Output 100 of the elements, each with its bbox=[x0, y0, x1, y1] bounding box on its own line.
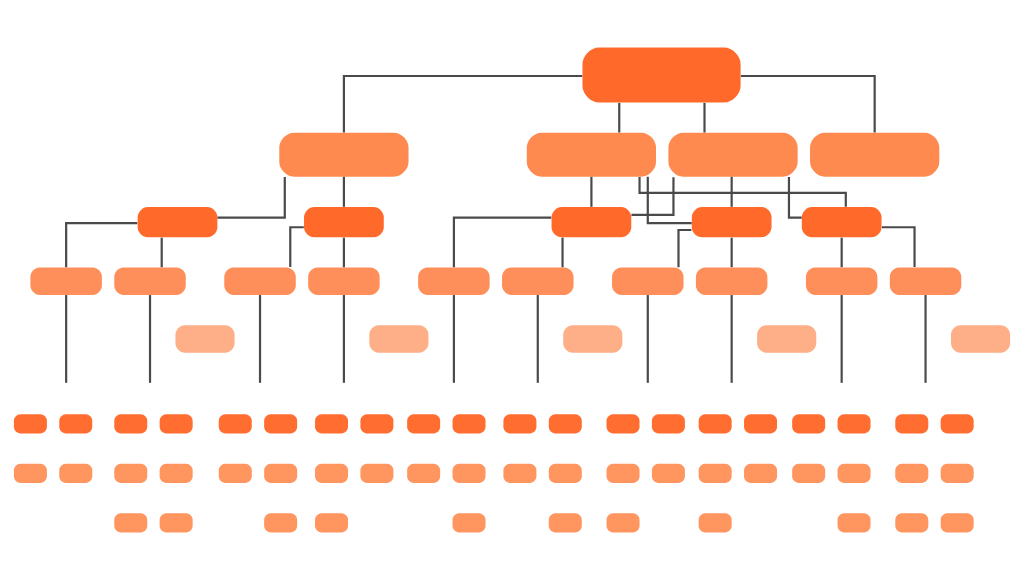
node-box bbox=[691, 206, 772, 237]
connector bbox=[730, 237, 733, 267]
node-box bbox=[360, 413, 394, 433]
node-box bbox=[452, 463, 486, 483]
node-box bbox=[895, 512, 929, 532]
connector bbox=[148, 294, 152, 383]
node-box bbox=[159, 413, 193, 433]
node-box bbox=[407, 413, 441, 433]
connector bbox=[590, 176, 593, 207]
node-box bbox=[30, 267, 102, 295]
connector bbox=[646, 176, 692, 224]
node-box bbox=[801, 206, 882, 237]
node-box bbox=[175, 324, 235, 353]
node-box bbox=[563, 324, 623, 353]
connector bbox=[65, 221, 138, 267]
node-box bbox=[744, 413, 778, 433]
node-box bbox=[308, 267, 380, 295]
node-box bbox=[895, 413, 929, 433]
connector bbox=[342, 237, 345, 267]
node-box bbox=[651, 413, 685, 433]
node-box bbox=[940, 463, 974, 483]
connector bbox=[258, 294, 262, 383]
node-box bbox=[264, 463, 298, 483]
node-box bbox=[606, 512, 640, 532]
node-box bbox=[606, 463, 640, 483]
connector bbox=[740, 74, 876, 132]
node-box bbox=[13, 463, 47, 483]
node-box bbox=[792, 463, 826, 483]
node-box bbox=[137, 206, 218, 237]
connector bbox=[787, 176, 802, 219]
connector bbox=[881, 225, 916, 267]
connector bbox=[561, 237, 564, 267]
node-box bbox=[315, 413, 349, 433]
connector bbox=[342, 294, 345, 383]
node-box bbox=[114, 267, 186, 295]
connector bbox=[924, 294, 927, 383]
connector bbox=[217, 176, 286, 219]
connector bbox=[536, 294, 539, 383]
node-box bbox=[304, 206, 384, 237]
connector bbox=[703, 102, 706, 132]
node-box bbox=[315, 463, 349, 483]
node-box bbox=[218, 413, 252, 433]
connector bbox=[160, 237, 163, 267]
node-box bbox=[224, 267, 296, 295]
node-box bbox=[264, 512, 298, 532]
node-box bbox=[114, 463, 148, 483]
node-box bbox=[651, 463, 685, 483]
node-box bbox=[503, 463, 537, 483]
connector bbox=[65, 294, 68, 383]
connector bbox=[840, 237, 843, 267]
node-box bbox=[452, 512, 486, 532]
node-box bbox=[698, 413, 732, 433]
node-box bbox=[218, 463, 252, 483]
node-box bbox=[264, 413, 298, 433]
connector bbox=[730, 176, 733, 207]
node-box bbox=[452, 413, 486, 433]
node-box bbox=[548, 463, 582, 483]
node-box bbox=[695, 267, 768, 295]
connector bbox=[452, 216, 552, 267]
connector bbox=[677, 228, 692, 267]
connector bbox=[618, 102, 621, 132]
node-box bbox=[59, 463, 93, 483]
node-box bbox=[792, 413, 826, 433]
node-box bbox=[114, 413, 148, 433]
node-box bbox=[360, 463, 394, 483]
connector bbox=[289, 225, 304, 267]
node-box bbox=[407, 463, 441, 483]
node-box bbox=[889, 267, 962, 295]
node-box bbox=[114, 512, 148, 532]
node-box bbox=[612, 267, 684, 295]
node-box bbox=[369, 324, 429, 353]
node-box bbox=[940, 413, 974, 433]
connector bbox=[342, 176, 345, 207]
connector bbox=[646, 294, 649, 383]
node-box bbox=[502, 267, 574, 295]
node-box bbox=[551, 206, 632, 237]
connector bbox=[452, 294, 455, 383]
node-box bbox=[606, 413, 640, 433]
connector bbox=[342, 74, 583, 132]
node-box bbox=[548, 512, 582, 532]
connector bbox=[730, 294, 733, 383]
node-box bbox=[418, 267, 490, 295]
node-box bbox=[810, 132, 940, 177]
node-box bbox=[668, 132, 798, 177]
node-box bbox=[59, 413, 93, 433]
node-box bbox=[837, 413, 871, 433]
connector bbox=[631, 176, 675, 216]
node-box bbox=[279, 132, 409, 177]
node-box bbox=[805, 267, 878, 295]
node-box bbox=[582, 47, 741, 102]
connector bbox=[840, 294, 843, 383]
node-box bbox=[698, 463, 732, 483]
connector bbox=[638, 176, 847, 207]
node-box bbox=[503, 413, 537, 433]
node-box bbox=[940, 512, 974, 532]
node-box bbox=[159, 512, 193, 532]
node-box bbox=[159, 463, 193, 483]
node-box bbox=[951, 324, 1011, 353]
node-box bbox=[895, 463, 929, 483]
node-box bbox=[526, 132, 657, 177]
